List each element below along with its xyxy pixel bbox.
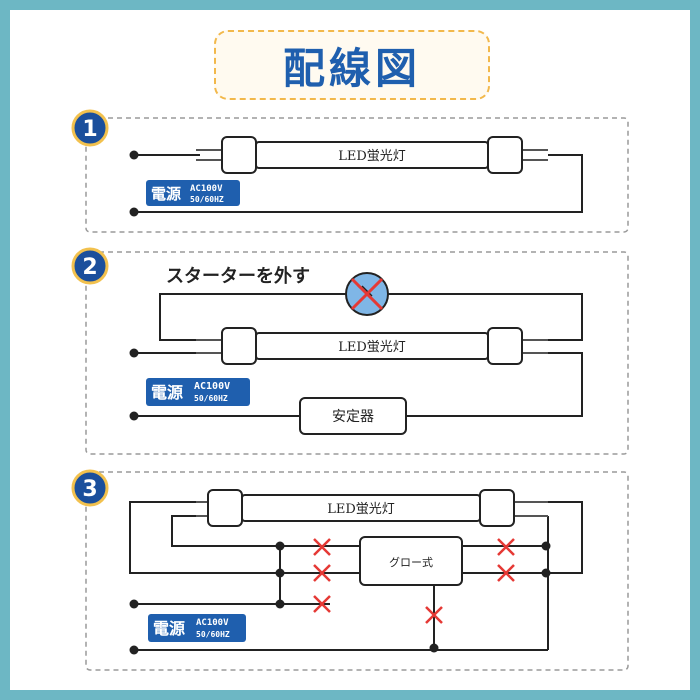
section-3-border — [85, 471, 629, 671]
power-spec-voltage: AC100V — [190, 184, 223, 194]
terminal-dot — [129, 207, 139, 217]
starter-note: スターターを外す — [166, 265, 310, 287]
section-2: 2 スターターを外す — [71, 247, 629, 455]
power-badge: 電源 AC100V 50/60HZ — [148, 614, 246, 642]
cut-x-icon — [313, 564, 331, 582]
power-label: 電源 — [151, 185, 181, 203]
ballast-label: 安定器 — [332, 409, 374, 425]
cut-x-icon — [497, 538, 515, 556]
power-badge: 電源 AC100V 50/60HZ — [146, 180, 240, 206]
cut-x-icon — [313, 595, 331, 613]
power-spec-frequency: 50/60HZ — [194, 394, 228, 403]
starter-removed-icon — [345, 272, 389, 316]
section-3: 3 — [71, 469, 629, 671]
cut-x-icon — [425, 606, 443, 624]
power-badge: 電源 AC100V 50/60HZ — [146, 378, 250, 406]
power-label: 電源 — [151, 383, 183, 402]
power-spec-voltage: AC100V — [196, 618, 229, 628]
terminal-dot — [129, 150, 139, 160]
lamp-label: LED蛍光灯 — [338, 149, 406, 164]
terminal-dot — [129, 411, 139, 421]
glow-starter-box: グロー式 — [359, 536, 463, 586]
led-tube-lamp: LED蛍光灯 — [196, 489, 548, 527]
terminal-dot — [129, 348, 139, 358]
glow-label: グロー式 — [389, 555, 433, 569]
section-2-border — [85, 251, 629, 455]
ballast-box: 安定器 — [299, 397, 407, 435]
power-label: 電源 — [153, 619, 185, 638]
cut-marks — [313, 538, 515, 624]
power-spec-frequency: 50/60HZ — [196, 630, 230, 639]
section-1: 1 LED蛍光灯 電源 — [71, 109, 629, 233]
section-1-border — [85, 117, 629, 233]
number-badge-2: 2 — [71, 247, 109, 285]
section-2-wires — [134, 293, 583, 417]
led-tube-lamp: LED蛍光灯 — [196, 136, 548, 174]
lamp-label: LED蛍光灯 — [338, 340, 406, 355]
section-number: 1 — [82, 117, 97, 142]
cut-x-icon — [497, 564, 515, 582]
section-3-wires — [129, 501, 583, 651]
number-badge-3: 3 — [71, 469, 109, 507]
cut-x-icon — [313, 538, 331, 556]
section-1-wires — [134, 154, 583, 213]
lamp-label: LED蛍光灯 — [327, 502, 395, 517]
section-number: 2 — [82, 255, 97, 280]
number-badge-1: 1 — [71, 109, 109, 147]
title-box: 配線図 — [214, 30, 490, 100]
junction-dots — [129, 541, 551, 655]
power-spec-frequency: 50/60HZ — [190, 195, 224, 204]
power-spec-voltage: AC100V — [194, 381, 230, 392]
led-tube-lamp: LED蛍光灯 — [196, 327, 548, 365]
section-number: 3 — [82, 477, 97, 502]
page-title: 配線図 — [282, 43, 421, 93]
